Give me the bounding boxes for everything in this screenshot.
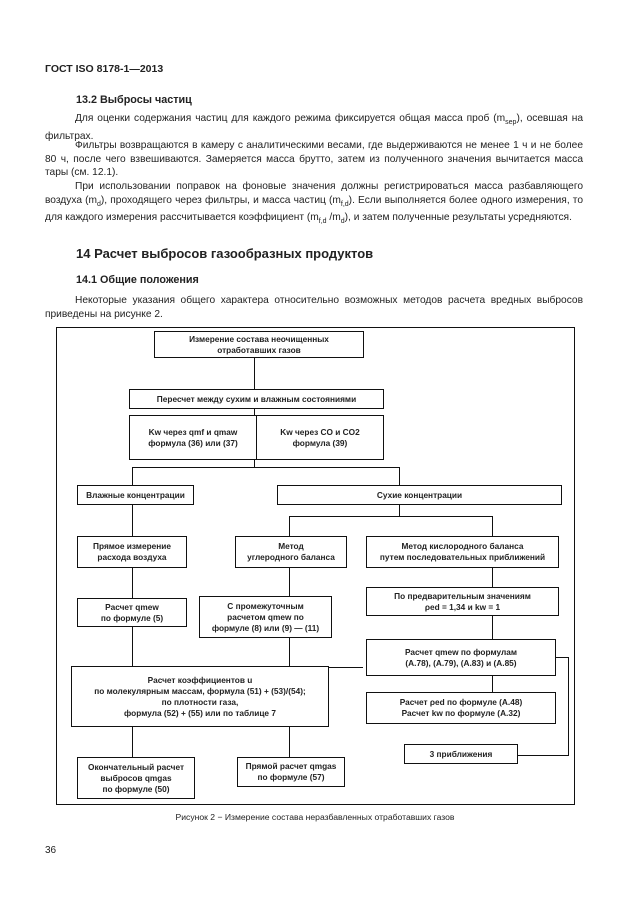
connector xyxy=(492,567,493,587)
connector xyxy=(132,504,133,537)
connector xyxy=(289,726,290,758)
connector xyxy=(492,675,493,693)
page-number: 36 xyxy=(45,845,57,856)
connector xyxy=(132,726,133,758)
box-wet-concentrations: Влажные концентрации xyxy=(77,485,194,505)
box-dry-wet-conversion: Пересчет между сухим и влажным состояния… xyxy=(129,389,384,409)
figure-caption: Рисунок 2 − Измерение состава неразбавле… xyxy=(175,812,455,822)
connector xyxy=(492,615,493,640)
connector xyxy=(492,516,493,537)
connector xyxy=(289,637,290,668)
connector xyxy=(132,467,399,468)
section-13-2-title: 13.2 Выбросы частиц xyxy=(76,94,192,106)
box-three-iterations: 3 приближения xyxy=(404,744,518,764)
connector xyxy=(132,467,133,487)
section-14-title: 14 Расчет выбросов газообразных продукто… xyxy=(76,246,374,261)
connector xyxy=(132,567,133,599)
connector xyxy=(517,755,569,756)
box-calc-qmew-annex: Расчет qmew по формулам(A.78), (A.79), (… xyxy=(366,639,556,676)
connector xyxy=(132,626,133,668)
connector xyxy=(289,516,492,517)
connector xyxy=(289,516,290,537)
box-rho-kw: Расчет ρed по формуле (A.48)Расчет kw по… xyxy=(366,692,556,724)
paragraph-13-2-3: При использовании поправок на фоновые зн… xyxy=(45,181,583,226)
paragraph-14-1: Некоторые указания общего характера отно… xyxy=(45,295,583,320)
paragraph-13-2-2: Фильтры возвращаются в камеру с аналитич… xyxy=(45,140,583,179)
connector xyxy=(254,357,255,390)
connector xyxy=(568,657,569,755)
box-dry-concentrations: Сухие концентрации xyxy=(277,485,562,505)
connector xyxy=(399,467,400,487)
document-header: ГОСТ ISO 8178-1—2013 xyxy=(45,63,164,75)
connector xyxy=(399,504,400,516)
connector xyxy=(289,567,290,597)
connector xyxy=(300,667,363,668)
connector xyxy=(254,408,255,416)
section-14-1-title: 14.1 Общие положения xyxy=(76,274,199,286)
connector xyxy=(254,459,255,467)
paragraph-13-2-1: Для оценки содержания частиц для каждого… xyxy=(45,113,583,142)
connector xyxy=(556,657,568,658)
